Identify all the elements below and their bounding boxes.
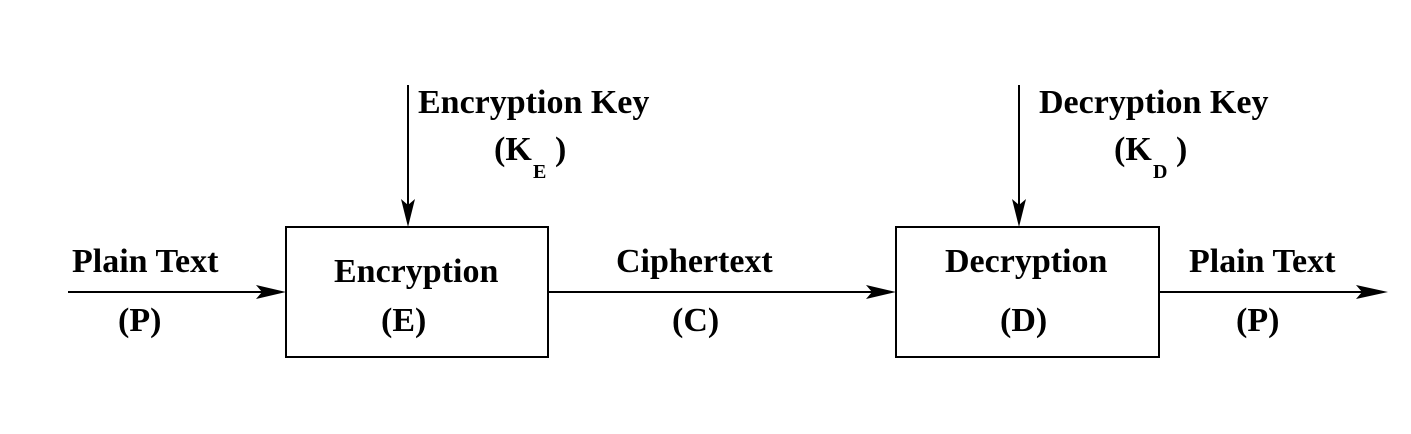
input-label: Plain Text: [72, 243, 219, 280]
encryption-key-arrow: [401, 85, 415, 227]
encryption-key-paren-close: ): [555, 131, 566, 168]
encryption-key-label: Encryption Key: [418, 84, 649, 121]
decryption-key-subscript: D: [1153, 161, 1167, 183]
input-arrow: [68, 285, 286, 299]
decryption-label: Decryption: [945, 243, 1108, 280]
output-label: Plain Text: [1189, 243, 1336, 280]
ciphertext-label: Ciphertext: [616, 243, 773, 280]
ciphertext-symbol: (C): [672, 302, 719, 339]
encryption-label: Encryption: [334, 253, 498, 290]
decryption-key-symbol: (K D ): [1114, 131, 1187, 183]
input-symbol: (P): [118, 302, 161, 339]
ciphertext-arrow: [548, 285, 896, 299]
decryption-key-arrow: [1012, 85, 1026, 227]
encryption-symbol: (E): [381, 302, 426, 339]
output-arrow: [1159, 285, 1388, 299]
decryption-key-label: Decryption Key: [1039, 84, 1268, 121]
encryption-box: [285, 226, 549, 358]
encryption-key-subscript: E: [533, 161, 546, 183]
encryption-key-paren-open: (K: [494, 131, 532, 168]
decryption-key-paren-close: ): [1176, 131, 1187, 168]
encryption-key-symbol: (K E ): [494, 131, 566, 183]
decryption-key-paren-open: (K: [1114, 131, 1152, 168]
output-symbol: (P): [1236, 302, 1279, 339]
decryption-symbol: (D): [1000, 302, 1047, 339]
